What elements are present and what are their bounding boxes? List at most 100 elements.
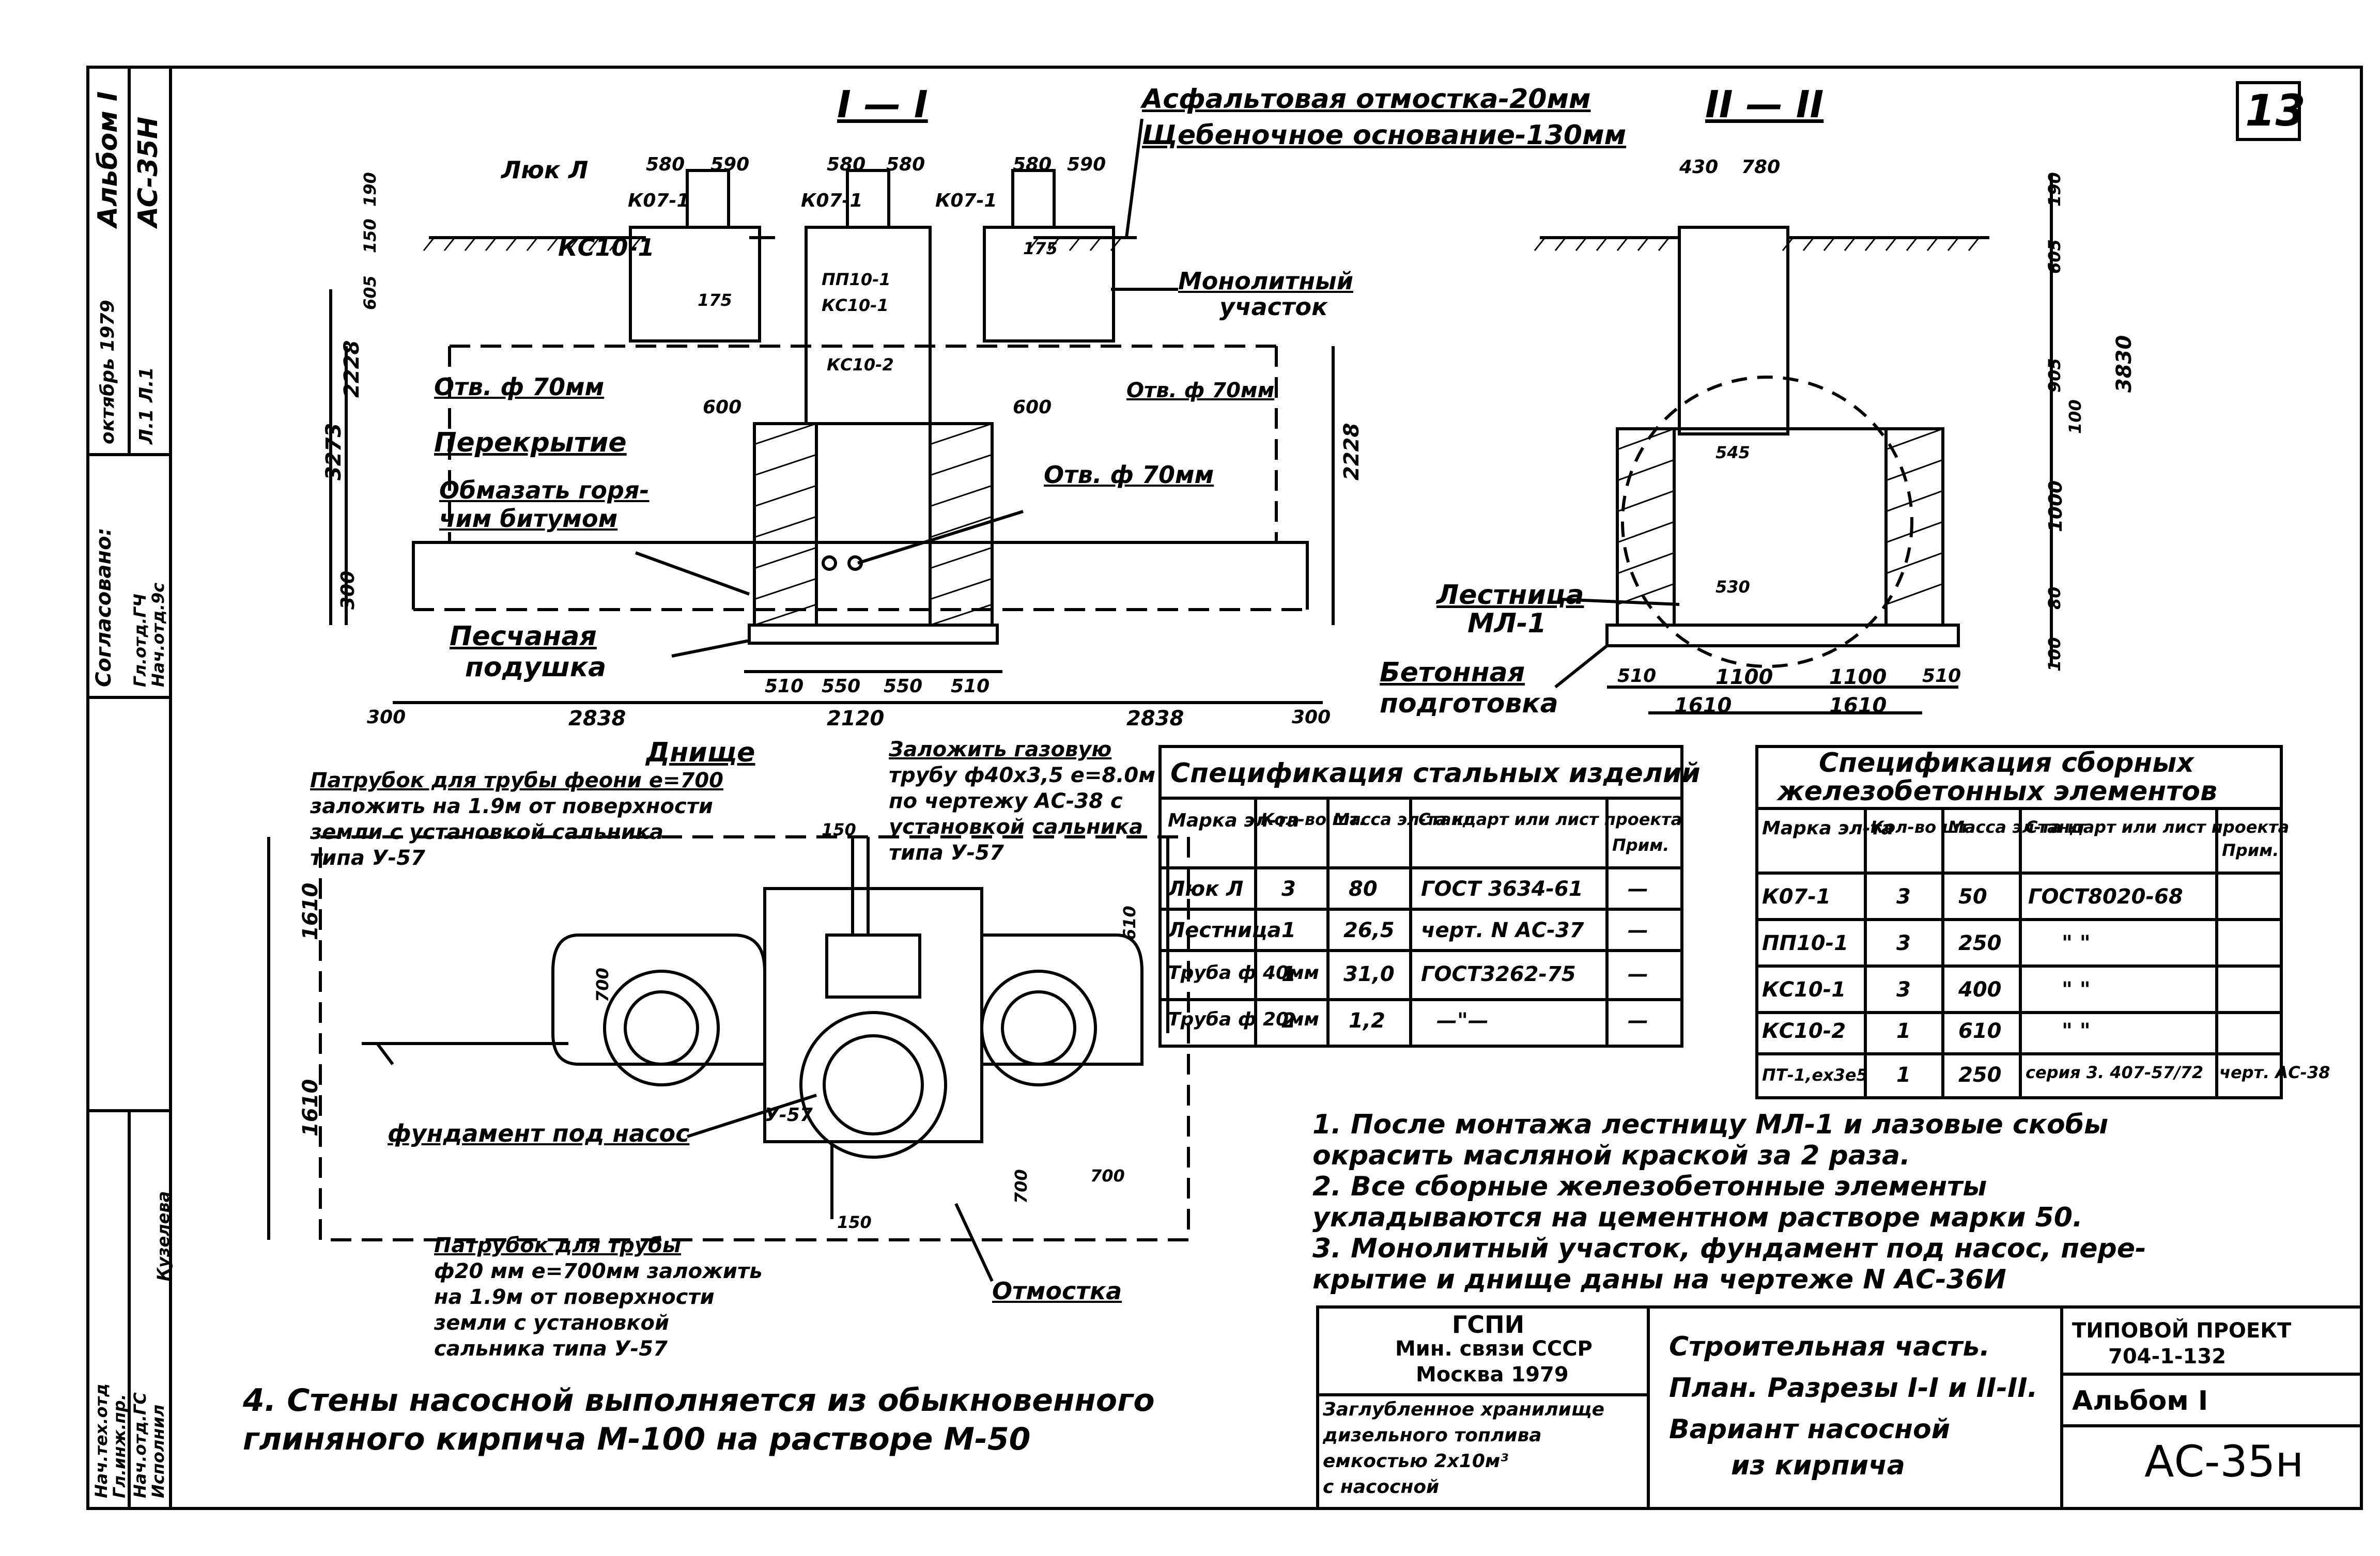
- dim: 550: [822, 676, 861, 697]
- label-kc101: КС10-1: [558, 234, 655, 261]
- zalozhit-line1: Заложить газовую: [889, 738, 1112, 761]
- label-beton-1: Бетонная: [1380, 657, 1525, 688]
- strip-sign-1: Нач.тех.отд: [91, 1383, 111, 1498]
- dim: 600: [1013, 397, 1052, 418]
- tb-album: Альбом I: [2072, 1386, 2208, 1417]
- rc-r2-c1: ПП10-1: [1762, 931, 1849, 955]
- label-pesch-1: Песчаная: [450, 621, 597, 652]
- steel-r2-c3: 26,5: [1343, 919, 1395, 942]
- tb-org-2: Мин. связи СССР: [1395, 1337, 1593, 1361]
- dim: 530: [1716, 577, 1750, 597]
- steel-h-mark: Марка эл-та: [1168, 810, 1300, 831]
- label-kc101-center: КС10-1: [822, 295, 889, 315]
- label-kc102: КС10-2: [827, 355, 894, 375]
- dim: 510: [951, 676, 990, 697]
- dim: 580: [1013, 154, 1052, 175]
- well-center: [805, 226, 932, 425]
- sheet-number: 13: [2245, 85, 2306, 136]
- plan-foundation-right: [980, 933, 1143, 1066]
- label-fundament: фундамент под насос: [388, 1119, 690, 1147]
- tb-typical-2: 704-1-132: [2108, 1345, 2227, 1368]
- dim: 580: [646, 154, 685, 175]
- dim: 590: [710, 154, 750, 175]
- rc-h-std: Стандарт или лист проекта: [2026, 817, 2290, 837]
- patrubok2-line5: сальника типа У-57: [434, 1337, 668, 1361]
- steel-r2-c5: —: [1628, 919, 1648, 942]
- note-line-5: 3. Монолитный участок, фундамент под нас…: [1312, 1233, 2146, 1264]
- rc-r2-c3: 250: [1958, 931, 2002, 955]
- note-line-6: крытие и днище даны на чертеже N АС-36И: [1312, 1264, 2006, 1295]
- dim: 190: [360, 172, 380, 207]
- dim: 1610: [299, 882, 322, 940]
- steel-h-note: Прим.: [1612, 835, 1670, 855]
- rc-spec-title-2: железобетонных элементов: [1778, 776, 2217, 807]
- dim: 550: [884, 676, 923, 697]
- rc-r4-c2: 1: [1896, 1019, 1911, 1043]
- note-line-4: укладываются на цементном растворе марки…: [1312, 1202, 2083, 1233]
- tb-org-1: ГСПИ: [1452, 1311, 1525, 1339]
- sec2-wall-left: [1616, 427, 1676, 627]
- tb-plan-1: План. Разрезы I-I и II-II.: [1669, 1373, 2038, 1404]
- label-otv-1: Отв. ф 70мм: [434, 373, 605, 401]
- rc-r5-c1: ПТ-1,ex3e5: [1762, 1065, 1868, 1085]
- steel-h-std: Стандарт или лист проекта: [1418, 810, 1682, 829]
- tb-desc-3: емкостью 2х10м³: [1323, 1451, 1509, 1472]
- rc-r4-c3: 610: [1958, 1019, 2002, 1043]
- dim: 150: [837, 1212, 872, 1232]
- steel-r2-c1: Лестница: [1168, 919, 1281, 942]
- dim: 700: [1011, 1169, 1031, 1204]
- rc-h-mass: Масса эл-та кг: [1948, 817, 2088, 837]
- steel-r1-c5: —: [1628, 877, 1648, 901]
- dim: 2228: [340, 340, 364, 398]
- note-line-3: 2. Все сборные железобетонные элементы: [1312, 1171, 1987, 1202]
- rc-r3-c3: 400: [1958, 978, 2002, 1002]
- rc-r2-c4: " ": [2062, 931, 2091, 955]
- rc-r1-c3: 50: [1958, 885, 1987, 909]
- dim: 1100: [1716, 665, 1773, 689]
- sec2-shaft: [1678, 226, 1789, 435]
- dim: 100: [2045, 637, 2064, 672]
- rc-r5-c3: 250: [1958, 1063, 2002, 1087]
- patrubok2-line4: земли с установкой: [434, 1311, 669, 1335]
- label-obmazat-1: Обмазать горя-: [439, 476, 650, 504]
- rc-h-note: Прим.: [2222, 841, 2279, 860]
- note-line-1: 1. После монтажа лестницу МЛ-1 и лазовые…: [1312, 1109, 2109, 1140]
- strip-code: AC-35H: [133, 116, 164, 227]
- dim: 1000: [2045, 480, 2066, 532]
- steel-r4-c1: Труба ф 20мм: [1168, 1009, 1319, 1030]
- dim: 150: [822, 820, 856, 839]
- rc-r5-c4: серия 3. 407-57/72: [2026, 1063, 2204, 1082]
- label-ko71-b: К07-1: [801, 190, 863, 211]
- dim: 2120: [827, 707, 885, 730]
- dim: 1610: [299, 1079, 322, 1137]
- rc-r1-c4: ГОСТ8020-68: [2028, 885, 2183, 909]
- patrubok1-line3: земли с установкой сальника: [310, 820, 664, 844]
- dim: 510: [1617, 665, 1657, 687]
- label-obmazat-2: чим битумом: [439, 505, 618, 533]
- steel-r1-c2: 3: [1281, 877, 1296, 901]
- strip-album: Альбом I: [92, 91, 123, 227]
- rc-spec-title-1: Спецификация сборных: [1819, 748, 2194, 779]
- label-luk: Люк Л: [501, 156, 589, 184]
- label-monolit: Монолитный: [1178, 267, 1353, 295]
- zalozhit-line4: установкой сальника: [889, 815, 1143, 839]
- label-y57: У-57: [765, 1104, 813, 1126]
- steel-r4-c4: —"—: [1436, 1009, 1489, 1033]
- pump-wall-left: [753, 422, 818, 627]
- steel-r3-c5: —: [1628, 962, 1648, 986]
- tb-part: Строительная часть.: [1669, 1331, 1990, 1362]
- tb-desc-2: дизельного топлива: [1323, 1425, 1542, 1446]
- steel-r1-c4: ГОСТ 3634-61: [1421, 877, 1583, 901]
- sheet-frame: [86, 66, 2363, 1510]
- rc-r5-c2: 1: [1896, 1063, 1911, 1087]
- steel-h-qty: Кол-во шт.: [1261, 810, 1366, 829]
- dim: 150: [360, 219, 380, 253]
- dim: 3273: [322, 423, 346, 480]
- dim: 2838: [1126, 707, 1184, 730]
- label-ko71-a: К07-1: [628, 190, 690, 211]
- patrubok2-line2: ф20 мм e=700мм заложить: [434, 1259, 763, 1283]
- rc-r2-c2: 3: [1896, 931, 1911, 955]
- label-ko71-c: К07-1: [935, 190, 997, 211]
- dim: 3830: [2112, 335, 2136, 393]
